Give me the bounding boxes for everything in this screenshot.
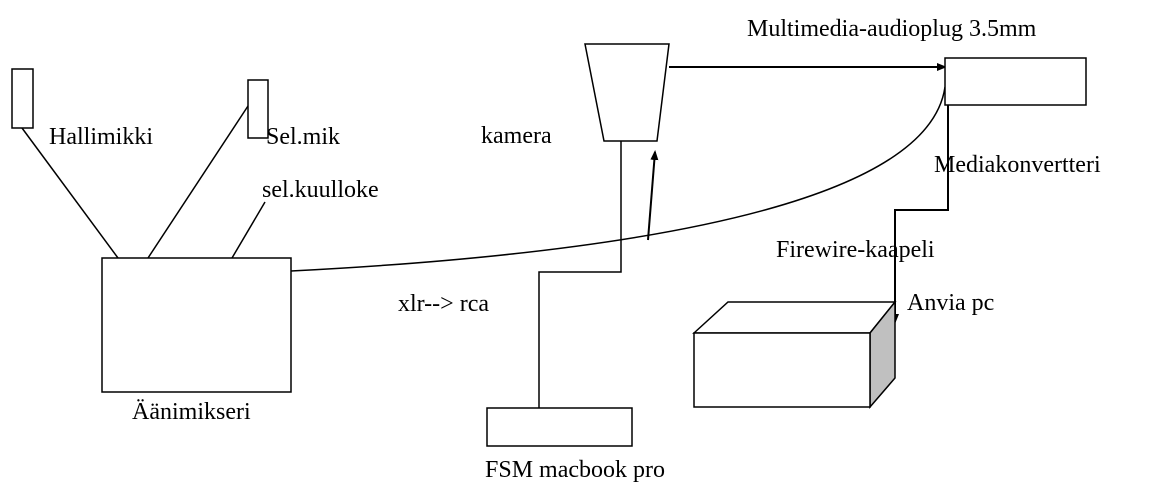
curve-to-camera-arrow xyxy=(647,150,659,241)
headphone-cable xyxy=(231,201,266,259)
media-converter-box xyxy=(944,57,1087,106)
xlr-rca-label: xlr--> rca xyxy=(398,291,489,317)
kamera-label: kamera xyxy=(481,123,552,149)
macbook-cable xyxy=(538,141,622,408)
hallimikki-label: Hallimikki xyxy=(49,124,153,150)
firewire-label: Firewire-kaapeli xyxy=(776,237,935,263)
sel-mic-shape xyxy=(247,79,269,139)
anvia-pc-label: Anvia pc xyxy=(907,290,994,316)
hall-mic-shape xyxy=(11,68,34,129)
pc-top-face xyxy=(692,301,897,334)
aanimikseri-label: Äänimikseri xyxy=(132,399,251,425)
audio-curve-cable xyxy=(290,86,946,272)
sel-mic-cable xyxy=(147,105,249,259)
mediakonvertteri-label: Mediakonvertteri xyxy=(934,152,1101,178)
sound-mixer-box xyxy=(101,257,292,393)
sel-kuulloke-label: sel.kuulloke xyxy=(262,177,379,203)
sel-mik-label: Sel.mik xyxy=(266,124,340,150)
fsm-macbook-label: FSM macbook pro xyxy=(485,457,665,483)
camera-shape xyxy=(584,43,670,142)
multimedia-audioplug-label: Multimedia-audioplug 3.5mm xyxy=(747,16,1037,42)
macbook-box xyxy=(486,407,633,447)
firewire-cable xyxy=(891,105,949,324)
hall-mic-cable xyxy=(21,127,119,259)
pc-front-face xyxy=(693,332,871,408)
